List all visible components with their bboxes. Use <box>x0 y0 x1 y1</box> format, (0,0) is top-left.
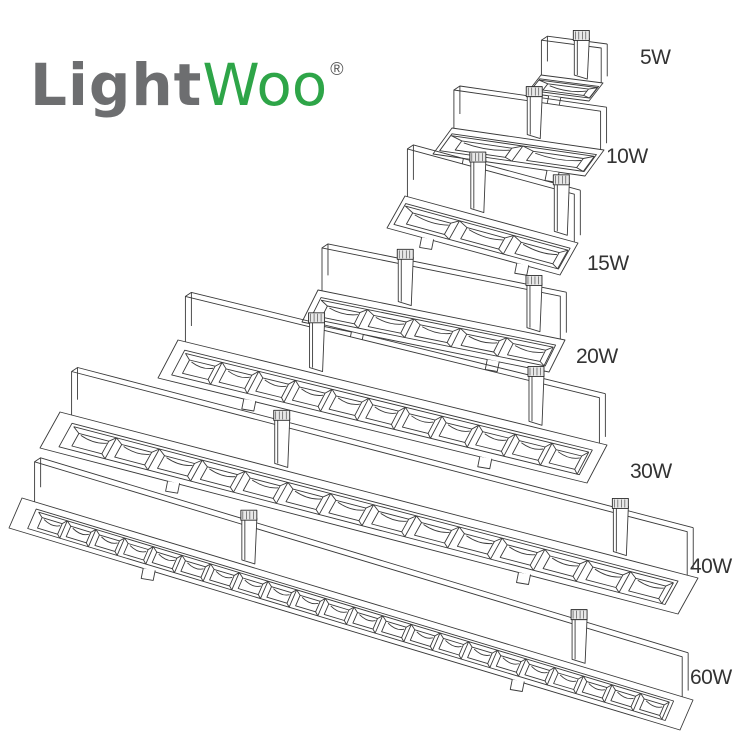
led-cell <box>199 459 246 493</box>
led-cell <box>94 529 126 556</box>
led-cell <box>218 362 260 394</box>
led-cell <box>451 135 524 162</box>
led-cell <box>285 482 332 515</box>
spring-clip-icon <box>525 274 543 333</box>
led-cell <box>409 624 441 651</box>
led-cell <box>610 684 642 712</box>
led-cell <box>538 79 598 99</box>
spring-clip-icon <box>611 497 629 556</box>
led-cell <box>320 299 368 329</box>
logo-text-light: Light <box>30 51 203 119</box>
led-cell <box>511 433 553 466</box>
brand-logo: Light Woo ® <box>30 52 344 118</box>
led-cell <box>513 235 569 270</box>
led-cell <box>438 632 470 660</box>
spring-clip-icon <box>525 86 543 140</box>
led-cell <box>495 650 527 677</box>
led-cell <box>151 546 183 573</box>
spring-clip-icon <box>240 509 258 565</box>
label-40w: 40W <box>690 555 732 578</box>
led-cell <box>237 572 269 599</box>
fixture-30w <box>157 291 608 484</box>
led-cell <box>460 328 508 357</box>
led-cell <box>242 471 289 504</box>
led-cell <box>182 353 223 385</box>
led-cell <box>381 615 412 642</box>
led-cell <box>414 515 460 549</box>
led-cell <box>71 426 117 459</box>
led-cell <box>328 493 374 526</box>
led-cell <box>413 318 461 348</box>
led-cell <box>352 606 384 634</box>
led-cell <box>209 563 240 591</box>
led-cell <box>522 145 595 172</box>
led-cell <box>639 693 670 720</box>
led-cell <box>456 526 503 560</box>
label-60w: 60W <box>690 666 732 689</box>
label-20w: 20W <box>576 345 618 368</box>
spring-clip-icon <box>273 409 291 468</box>
led-cell <box>123 537 154 565</box>
led-cell <box>255 371 296 403</box>
led-cell <box>581 675 613 703</box>
label-10w: 10W <box>606 145 648 168</box>
fixture-10w <box>432 85 608 183</box>
label-30w: 30W <box>630 460 672 483</box>
led-cell <box>548 442 590 475</box>
fixture-40w <box>39 367 699 615</box>
led-cell <box>323 598 355 625</box>
led-cell <box>499 537 546 571</box>
led-cell <box>371 504 417 537</box>
led-cell <box>553 667 584 694</box>
led-cell <box>506 337 554 367</box>
spring-clip-icon <box>552 174 570 236</box>
led-cell <box>628 571 674 604</box>
led-cell <box>475 424 516 457</box>
logo-text-woo: Woo <box>202 51 328 119</box>
led-cell <box>401 407 443 439</box>
led-cell <box>524 658 556 686</box>
spring-clip-icon <box>469 151 487 214</box>
led-cell <box>365 398 406 430</box>
registered-trademark-icon: ® <box>330 59 344 79</box>
led-cell <box>467 641 498 668</box>
led-cell <box>585 560 632 593</box>
led-cell <box>37 511 68 539</box>
spring-clip-icon <box>527 366 545 426</box>
spring-clip-icon <box>396 248 414 307</box>
fixture-5w <box>526 30 608 109</box>
led-cell <box>459 220 515 255</box>
fixture-15w <box>386 144 581 276</box>
spring-clip-icon <box>570 609 588 664</box>
led-cell <box>405 205 460 240</box>
led-cell <box>542 549 589 582</box>
spring-clip-icon <box>572 30 590 80</box>
label-5w: 5W <box>640 46 671 69</box>
label-15w: 15W <box>587 252 629 275</box>
led-cell <box>367 309 415 338</box>
led-cell <box>114 437 160 471</box>
led-cell <box>266 580 298 608</box>
led-cell <box>157 448 203 482</box>
led-cell <box>328 389 370 421</box>
spring-clip-icon <box>308 312 326 373</box>
led-cell <box>291 380 333 412</box>
led-cell <box>65 520 97 548</box>
led-cell <box>180 555 212 582</box>
led-cell <box>295 589 326 617</box>
fixture-60w <box>8 457 694 731</box>
led-cell <box>438 415 480 448</box>
